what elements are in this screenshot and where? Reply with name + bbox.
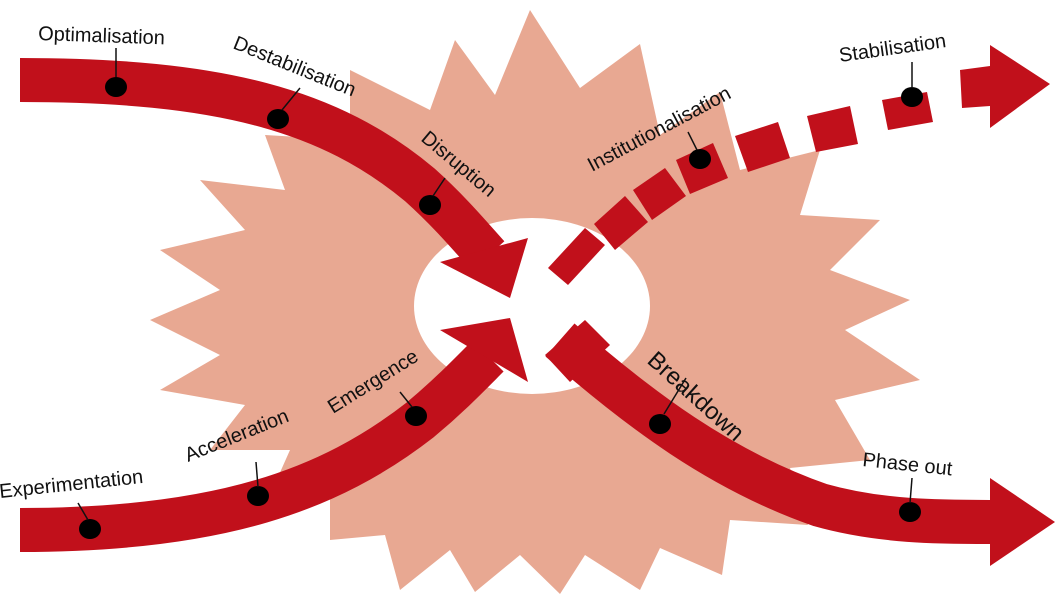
label-experimentation: Experimentation <box>0 466 144 503</box>
arrow-bottom-right-head <box>990 478 1055 566</box>
dot-stabilisation <box>901 87 923 107</box>
label-stabilisation: Stabilisation <box>838 30 948 67</box>
dot-optimalisation <box>105 77 127 97</box>
arrow-bottom-right-body <box>545 323 991 544</box>
arrow-bottom-right-tail <box>545 320 610 382</box>
arrow-bottom-left-head <box>440 318 528 382</box>
label-phase-out: Phase out <box>861 449 953 480</box>
dot-disruption <box>419 195 441 215</box>
dot-destabilisation <box>267 109 289 129</box>
dot-emergence <box>405 406 427 426</box>
dot-breakdown <box>649 414 671 434</box>
label-connectors <box>77 48 913 521</box>
arrow-top-right-dashes <box>548 92 933 285</box>
dot-experimentation <box>79 519 101 539</box>
arrow-top-right-head <box>960 45 1050 128</box>
label-optimalisation: Optimalisation <box>38 23 165 49</box>
arrow-bottom-left-body <box>19 340 504 552</box>
arrow-top-left-head <box>440 238 528 298</box>
dot-institutionalisation <box>689 149 711 169</box>
dot-acceleration <box>247 486 269 506</box>
dot-phase-out <box>899 502 921 522</box>
arrow-top-left-body <box>19 58 505 271</box>
stage-dots <box>79 77 923 539</box>
